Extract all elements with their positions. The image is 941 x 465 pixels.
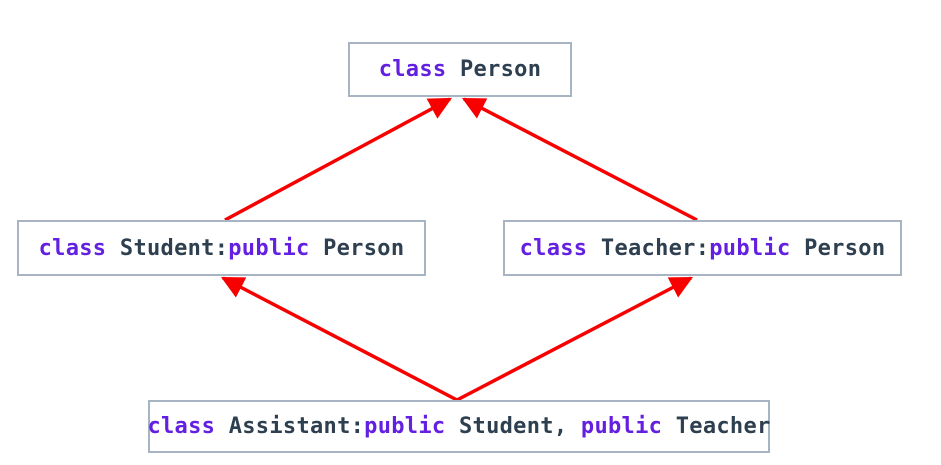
code-token-keyword: public <box>228 235 310 261</box>
code-token-keyword: class <box>38 235 107 261</box>
code-token-plain: Student: <box>106 235 229 261</box>
inheritance-arrow-student-to-person <box>224 97 453 222</box>
code-token-plain: Teacher: <box>587 235 710 261</box>
code-token-keyword: class <box>147 414 216 439</box>
code-token-plain: Person <box>790 235 886 261</box>
inheritance-arrow-assistant-to-teacher <box>456 276 694 402</box>
code-token-keyword: public <box>709 235 791 261</box>
node-class-assistant: class Assistant:public Student, public T… <box>147 400 771 453</box>
code-token-plain: Person <box>446 57 542 82</box>
code-token-plain: Assistant: <box>215 414 365 439</box>
inheritance-arrow-assistant-to-student <box>220 276 458 402</box>
code-token-keyword: class <box>519 235 588 261</box>
code-token-plain: Teacher <box>662 414 771 439</box>
node-class-student: class Student:public Person <box>17 220 426 276</box>
inheritance-arrow-teacher-to-person <box>461 97 698 222</box>
code-token-keyword: class <box>378 57 447 82</box>
node-class-teacher: class Teacher:public Person <box>503 220 902 276</box>
code-token-keyword: public <box>364 414 446 439</box>
code-token-plain: Person <box>309 235 405 261</box>
code-token-plain: Student, <box>445 414 581 439</box>
code-token-keyword: public <box>580 414 663 439</box>
node-class-person: class Person <box>348 42 572 97</box>
